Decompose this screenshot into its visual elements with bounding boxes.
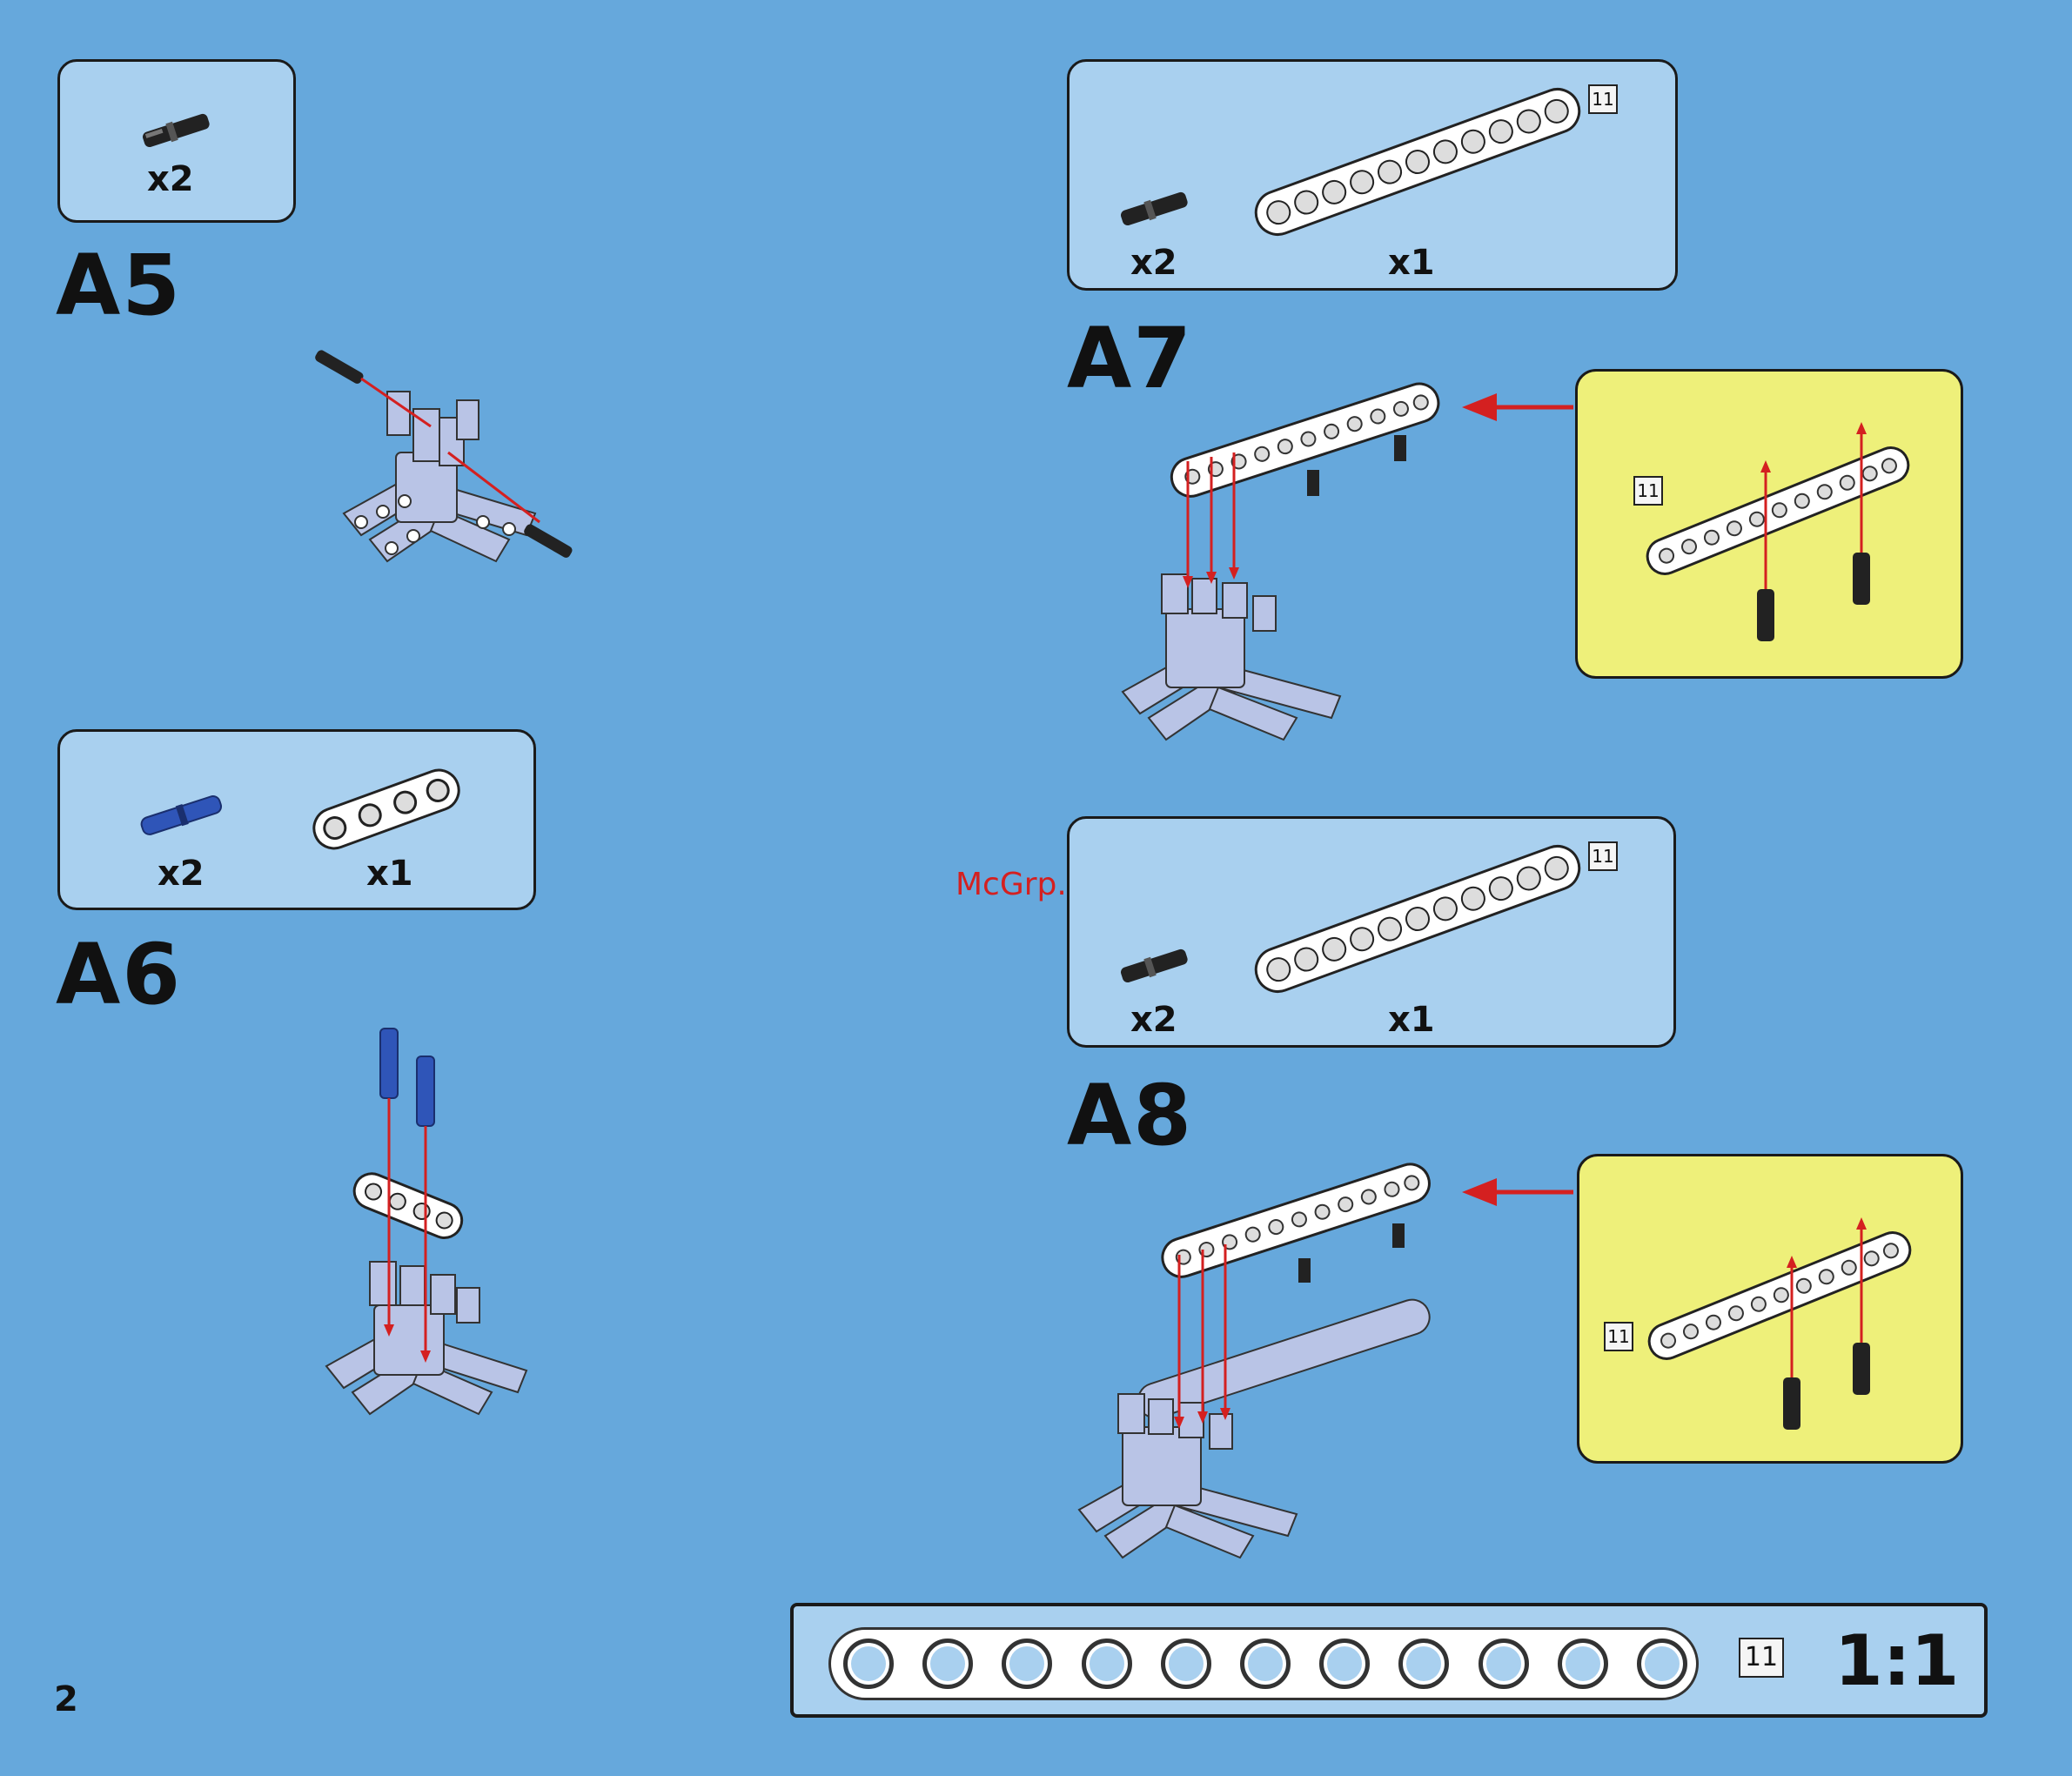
a8-parts-box: 11 x2 x1 — [1067, 816, 1676, 1048]
a5-part-qty: x2 — [147, 159, 194, 199]
a7-callout-arrow — [1462, 390, 1575, 425]
ruler-beam-11 — [828, 1627, 1699, 1700]
a8-step-label: A8 — [1067, 1067, 1193, 1164]
a7-assembly-diagram — [1114, 383, 1462, 748]
a6-part2-qty: x1 — [366, 854, 413, 894]
ruler-hole — [1319, 1639, 1370, 1689]
white-beam-11-icon — [1244, 836, 1592, 1002]
ruler-hole — [1002, 1639, 1052, 1689]
ruler-hole — [1398, 1639, 1449, 1689]
a7-callout-box: 11 — [1575, 369, 1963, 679]
blue-pin-icon — [133, 793, 229, 836]
a7-parts-box: 11 x2 x1 — [1067, 59, 1678, 291]
a8-callout-arrow — [1462, 1175, 1575, 1210]
ruler-hole — [1479, 1639, 1529, 1689]
a6-part1-qty: x2 — [158, 854, 205, 894]
white-short-beam-icon — [304, 770, 469, 848]
page-number: 2 — [54, 1679, 78, 1719]
ruler-hole — [1637, 1639, 1687, 1689]
ruler-hole — [1161, 1639, 1211, 1689]
a5-step-label: A5 — [56, 237, 182, 334]
a6-parts-box: x2 x1 — [57, 729, 536, 910]
a7-callout-beam-diagram — [1630, 406, 1926, 667]
a6-assembly-diagram — [318, 1027, 561, 1436]
ruler-length-badge: 11 — [1739, 1638, 1784, 1678]
ruler-hole — [843, 1639, 894, 1689]
ruler-hole — [1082, 1639, 1132, 1689]
a8-part1-qty: x2 — [1130, 1000, 1177, 1040]
a8-part2-qty: x1 — [1388, 1000, 1435, 1040]
ruler-hole — [1240, 1639, 1291, 1689]
a8-callout-length-badge: 11 — [1604, 1322, 1633, 1351]
a8-assembly-diagram — [1079, 1166, 1462, 1566]
a8-beam-length-badge: 11 — [1588, 841, 1618, 871]
a7-beam-length-badge: 11 — [1588, 84, 1618, 114]
a8-callout-box: 11 — [1577, 1154, 1963, 1464]
scale-label: 1:1 — [1834, 1620, 1959, 1701]
black-pin-icon — [137, 112, 215, 147]
ruler-hole — [922, 1639, 973, 1689]
a7-part1-qty: x2 — [1130, 243, 1177, 283]
a7-part2-qty: x1 — [1388, 243, 1435, 283]
a5-parts-box: x2 — [57, 59, 296, 223]
black-pin-icon — [1115, 948, 1193, 982]
ruler-hole — [1558, 1639, 1608, 1689]
a5-assembly-diagram — [309, 339, 587, 574]
white-beam-11-icon — [1244, 79, 1592, 245]
black-pin-icon — [1115, 191, 1193, 225]
scale-ruler: 11 1:1 — [790, 1603, 1988, 1718]
a6-step-label: A6 — [56, 926, 182, 1023]
a8-callout-beam-diagram — [1632, 1191, 1928, 1452]
